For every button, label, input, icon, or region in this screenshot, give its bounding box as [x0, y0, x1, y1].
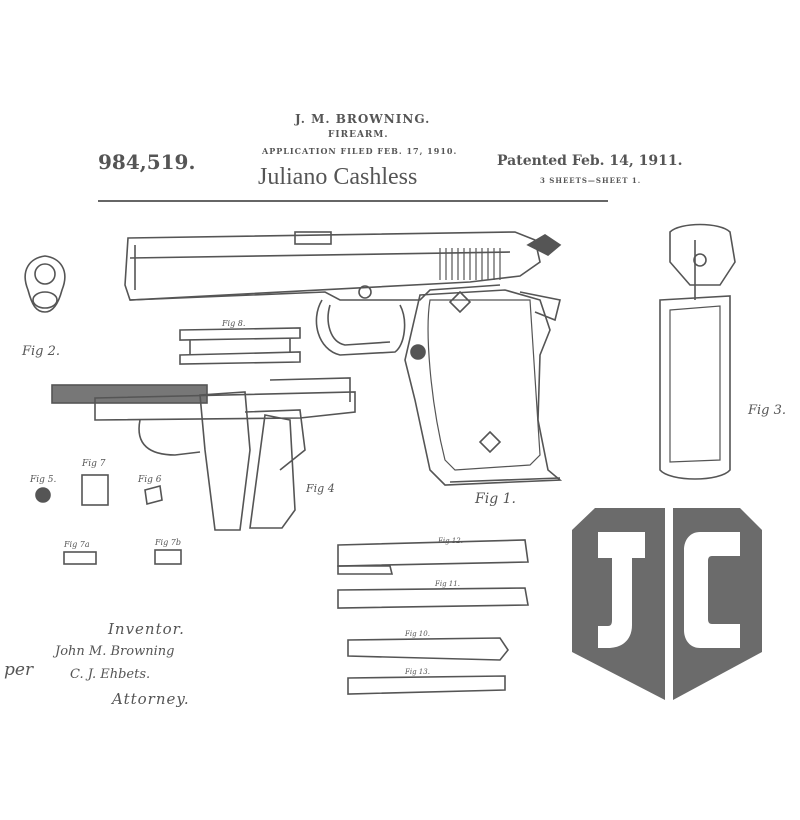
inventor-signature: John M. Browning	[55, 644, 175, 659]
fig3-label: Fig 3.	[747, 403, 786, 418]
fig8-drawing	[179, 327, 301, 365]
fig2-muzzle-drawing	[24, 255, 66, 313]
fig8-label: Fig 8.	[221, 319, 245, 328]
owner-name: Juliano Cashless	[258, 164, 418, 190]
fig7-label: Fig 7	[81, 459, 106, 469]
header-rule	[98, 200, 608, 202]
inventor-label: Inventor.	[108, 620, 185, 638]
application-filed: APPLICATION FILED FEB. 17, 1910.	[262, 146, 458, 156]
fig3-rear-drawing	[659, 223, 736, 480]
fig12-label: Fig 12.	[437, 537, 463, 545]
invention-heading: FIREARM.	[328, 130, 389, 140]
sheets-count: 3 SHEETS—SHEET 1.	[540, 176, 642, 185]
logo-letters: JC	[0, 0, 1, 1]
fig7a-label: Fig 7a	[63, 540, 90, 549]
fig2-label: Fig 2.	[21, 344, 60, 359]
fig7b-label: Fig 7b	[154, 538, 181, 547]
attorney-label: Attorney.	[112, 690, 190, 708]
patent-number: 984,519.	[98, 150, 196, 174]
fig6-label: Fig 6	[137, 475, 162, 485]
fig4-label: Fig 4	[305, 482, 335, 495]
fig1-label: Fig 1.	[474, 491, 516, 507]
fig5-fig7-small-parts	[35, 474, 182, 565]
inventor-heading: J. M. BROWNING.	[295, 112, 431, 126]
fig11-label: Fig 11.	[434, 580, 460, 588]
fig13-label: Fig 13.	[404, 668, 430, 676]
fig10-label: Fig 10.	[404, 630, 430, 638]
attorney-signature: C. J. Ehbets.	[70, 667, 151, 682]
per-label: per	[4, 660, 34, 680]
jc-shield-logo	[572, 508, 762, 700]
patented-date: Patented Feb. 14, 1911.	[497, 153, 683, 169]
fig4-section-drawing	[51, 377, 356, 531]
fig5-label: Fig 5.	[29, 475, 56, 485]
fig10-13-drawings	[337, 539, 529, 695]
fig1-pistol-drawing	[124, 231, 563, 486]
